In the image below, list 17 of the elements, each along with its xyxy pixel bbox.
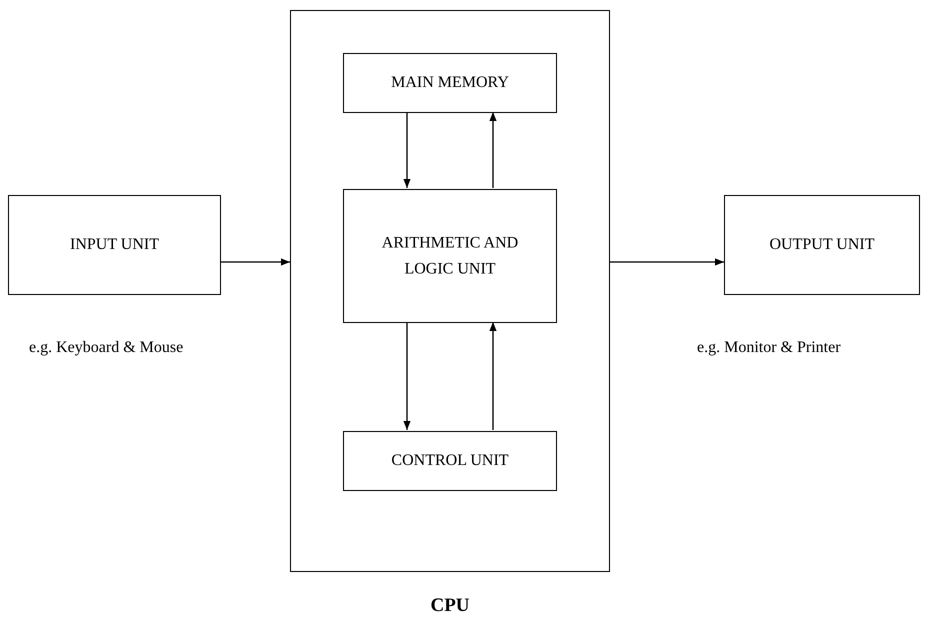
unit-label: CONTROL UNIT [390, 451, 510, 472]
unit-label: ARITHMETIC AND LOGIC UNIT [380, 233, 520, 279]
box-title: CPU [429, 595, 471, 617]
arrow [403, 112, 411, 188]
arrow [221, 258, 290, 266]
unit-box [343, 189, 557, 323]
unit-box [343, 431, 557, 491]
example-text: e.g. Monitor & Printer [697, 339, 841, 357]
unit-label: INPUT UNIT [68, 235, 160, 256]
unit-label: MAIN MEMORY [390, 73, 510, 94]
arrow [489, 112, 497, 188]
unit-box [343, 53, 557, 113]
arrow [610, 258, 724, 266]
arrow [403, 322, 411, 430]
example-text: e.g. Keyboard & Mouse [29, 339, 184, 357]
arrow [489, 322, 497, 430]
unit-label: OUTPUT UNIT [768, 235, 876, 256]
